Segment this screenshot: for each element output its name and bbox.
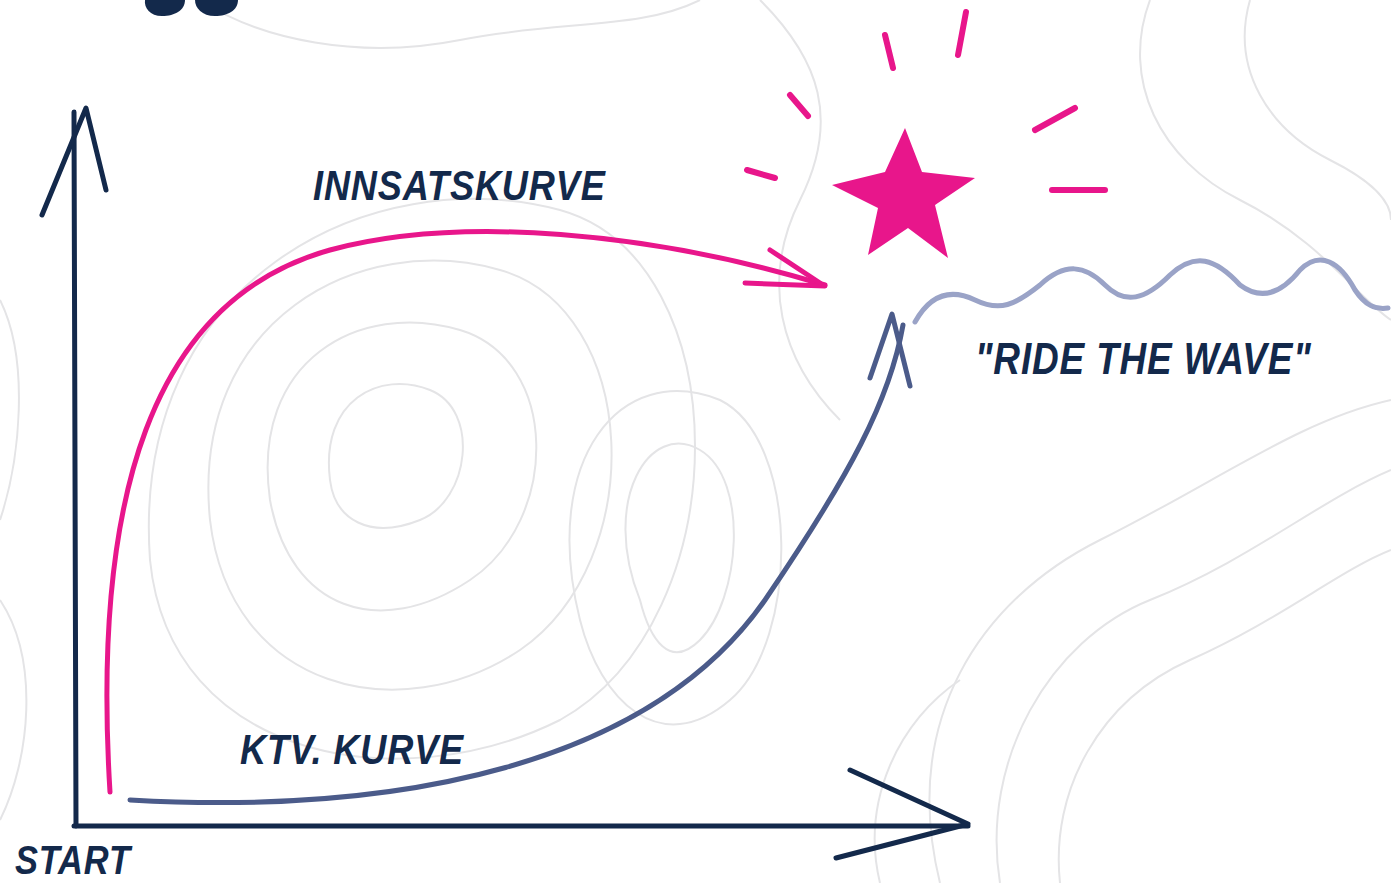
ktv-curve <box>130 314 910 803</box>
effort-curve <box>107 232 825 792</box>
curve-label: INNSATSKURVE <box>313 165 606 207</box>
axis-label: START <box>15 840 131 880</box>
axes <box>42 108 968 858</box>
curve-label: KTV. KURVE <box>240 729 464 771</box>
wave-line <box>915 260 1388 322</box>
annotation-label: "RIDE THE WAVE" <box>975 337 1312 381</box>
star-burst <box>747 12 1105 258</box>
quote-fragment <box>145 0 238 16</box>
